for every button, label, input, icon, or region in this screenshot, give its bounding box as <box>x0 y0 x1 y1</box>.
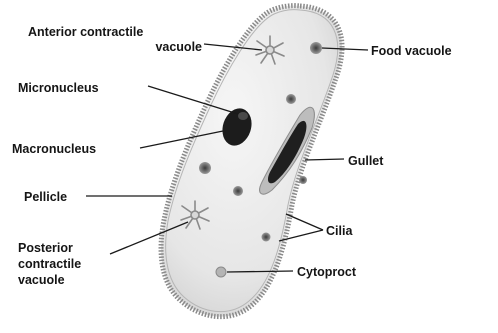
food-vacuole <box>310 42 322 54</box>
food-vacuole <box>299 176 307 184</box>
label-posterior-contractile-vacuole-line3: vacuole <box>18 273 65 287</box>
food-vacuole <box>262 233 271 242</box>
label-posterior-contractile-vacuole-line1: Posterior <box>18 241 73 255</box>
cytoproct <box>216 267 226 277</box>
food-vacuole <box>233 186 243 196</box>
cilia-leader-upper <box>286 214 323 230</box>
food-vacuole <box>286 94 296 104</box>
label-cytoproct: Cytoproct <box>297 265 357 279</box>
food-vacuole <box>199 162 211 174</box>
label-gullet: Gullet <box>348 154 384 168</box>
label-anterior-contractile-vacuole-line1: Anterior contractile <box>28 25 143 39</box>
label-anterior-contractile-vacuole-line2: vacuole <box>155 40 202 54</box>
label-macronucleus: Macronucleus <box>12 142 96 156</box>
gullet-leader <box>305 159 344 160</box>
label-cilia: Cilia <box>326 224 353 238</box>
label-micronucleus: Micronucleus <box>18 81 99 95</box>
label-posterior-contractile-vacuole-line2: contractile <box>18 257 81 271</box>
micronucleus <box>238 112 248 120</box>
label-pellicle: Pellicle <box>24 190 67 204</box>
label-food-vacuole: Food vacuole <box>371 44 452 58</box>
